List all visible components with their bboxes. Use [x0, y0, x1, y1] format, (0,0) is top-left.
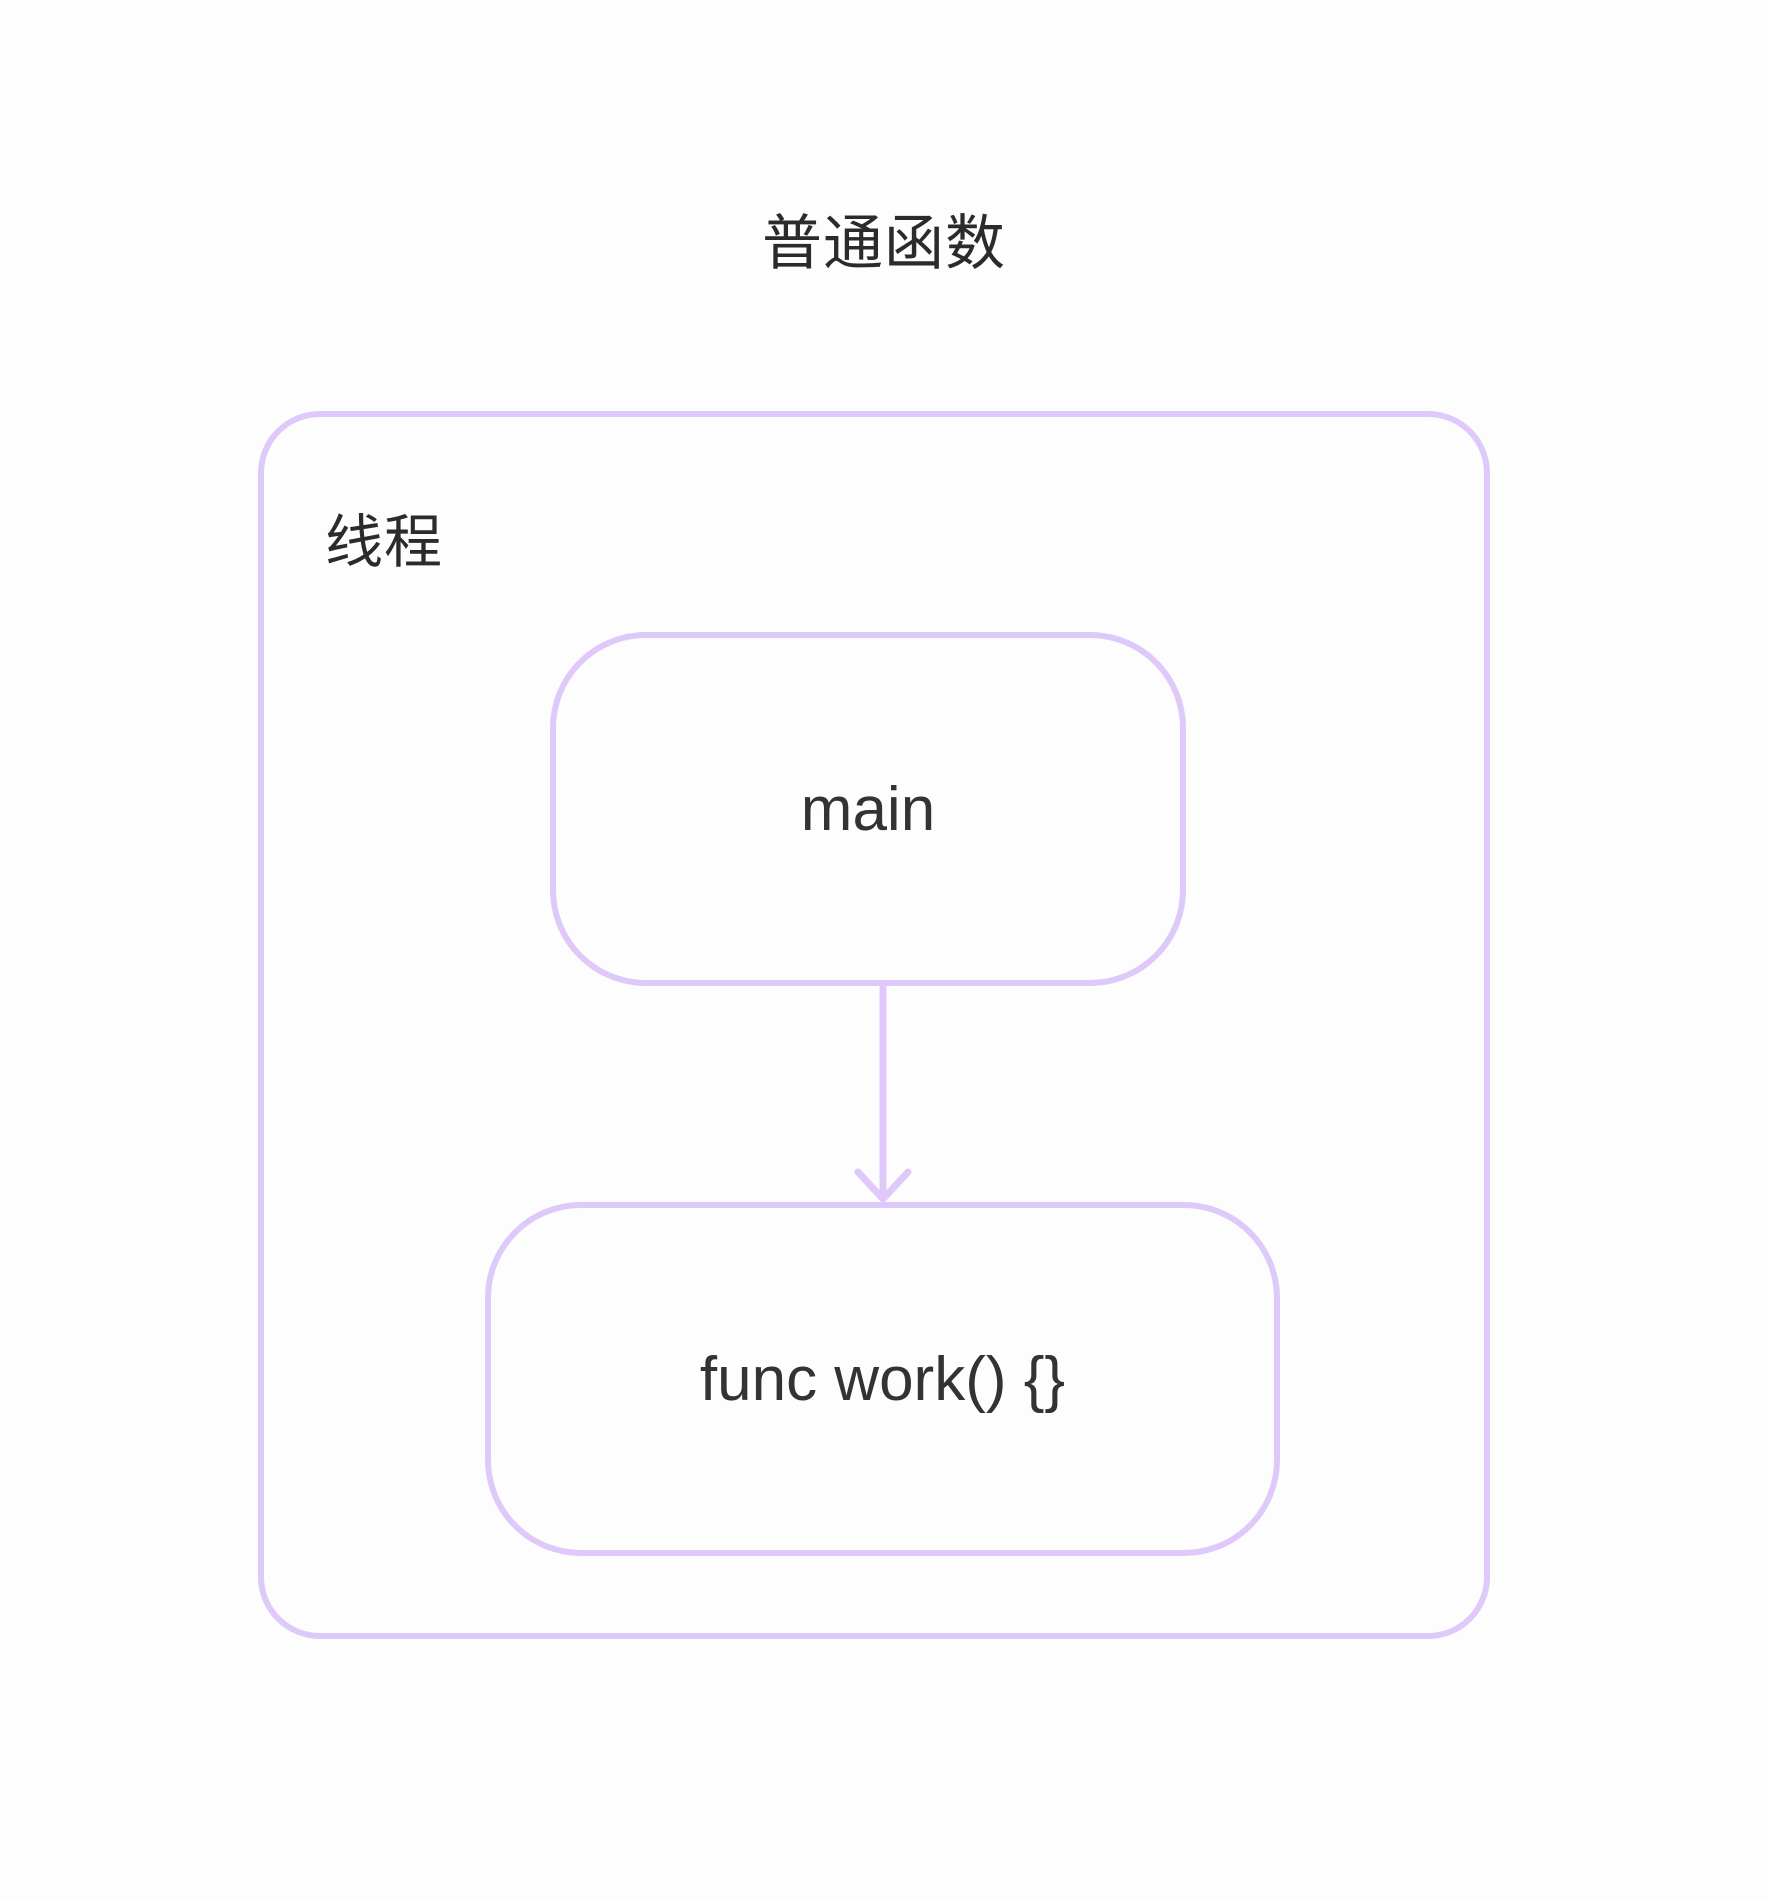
- thread-container-label: 线程: [325, 510, 444, 575]
- page-title: 普通函数: [762, 210, 1006, 277]
- node-main-label: main: [800, 774, 936, 844]
- node-main[interactable]: main: [550, 632, 1186, 986]
- thread-container: [258, 411, 1490, 1639]
- node-func-work[interactable]: func work() {}: [485, 1202, 1280, 1556]
- node-func-work-label: func work() {}: [699, 1344, 1066, 1414]
